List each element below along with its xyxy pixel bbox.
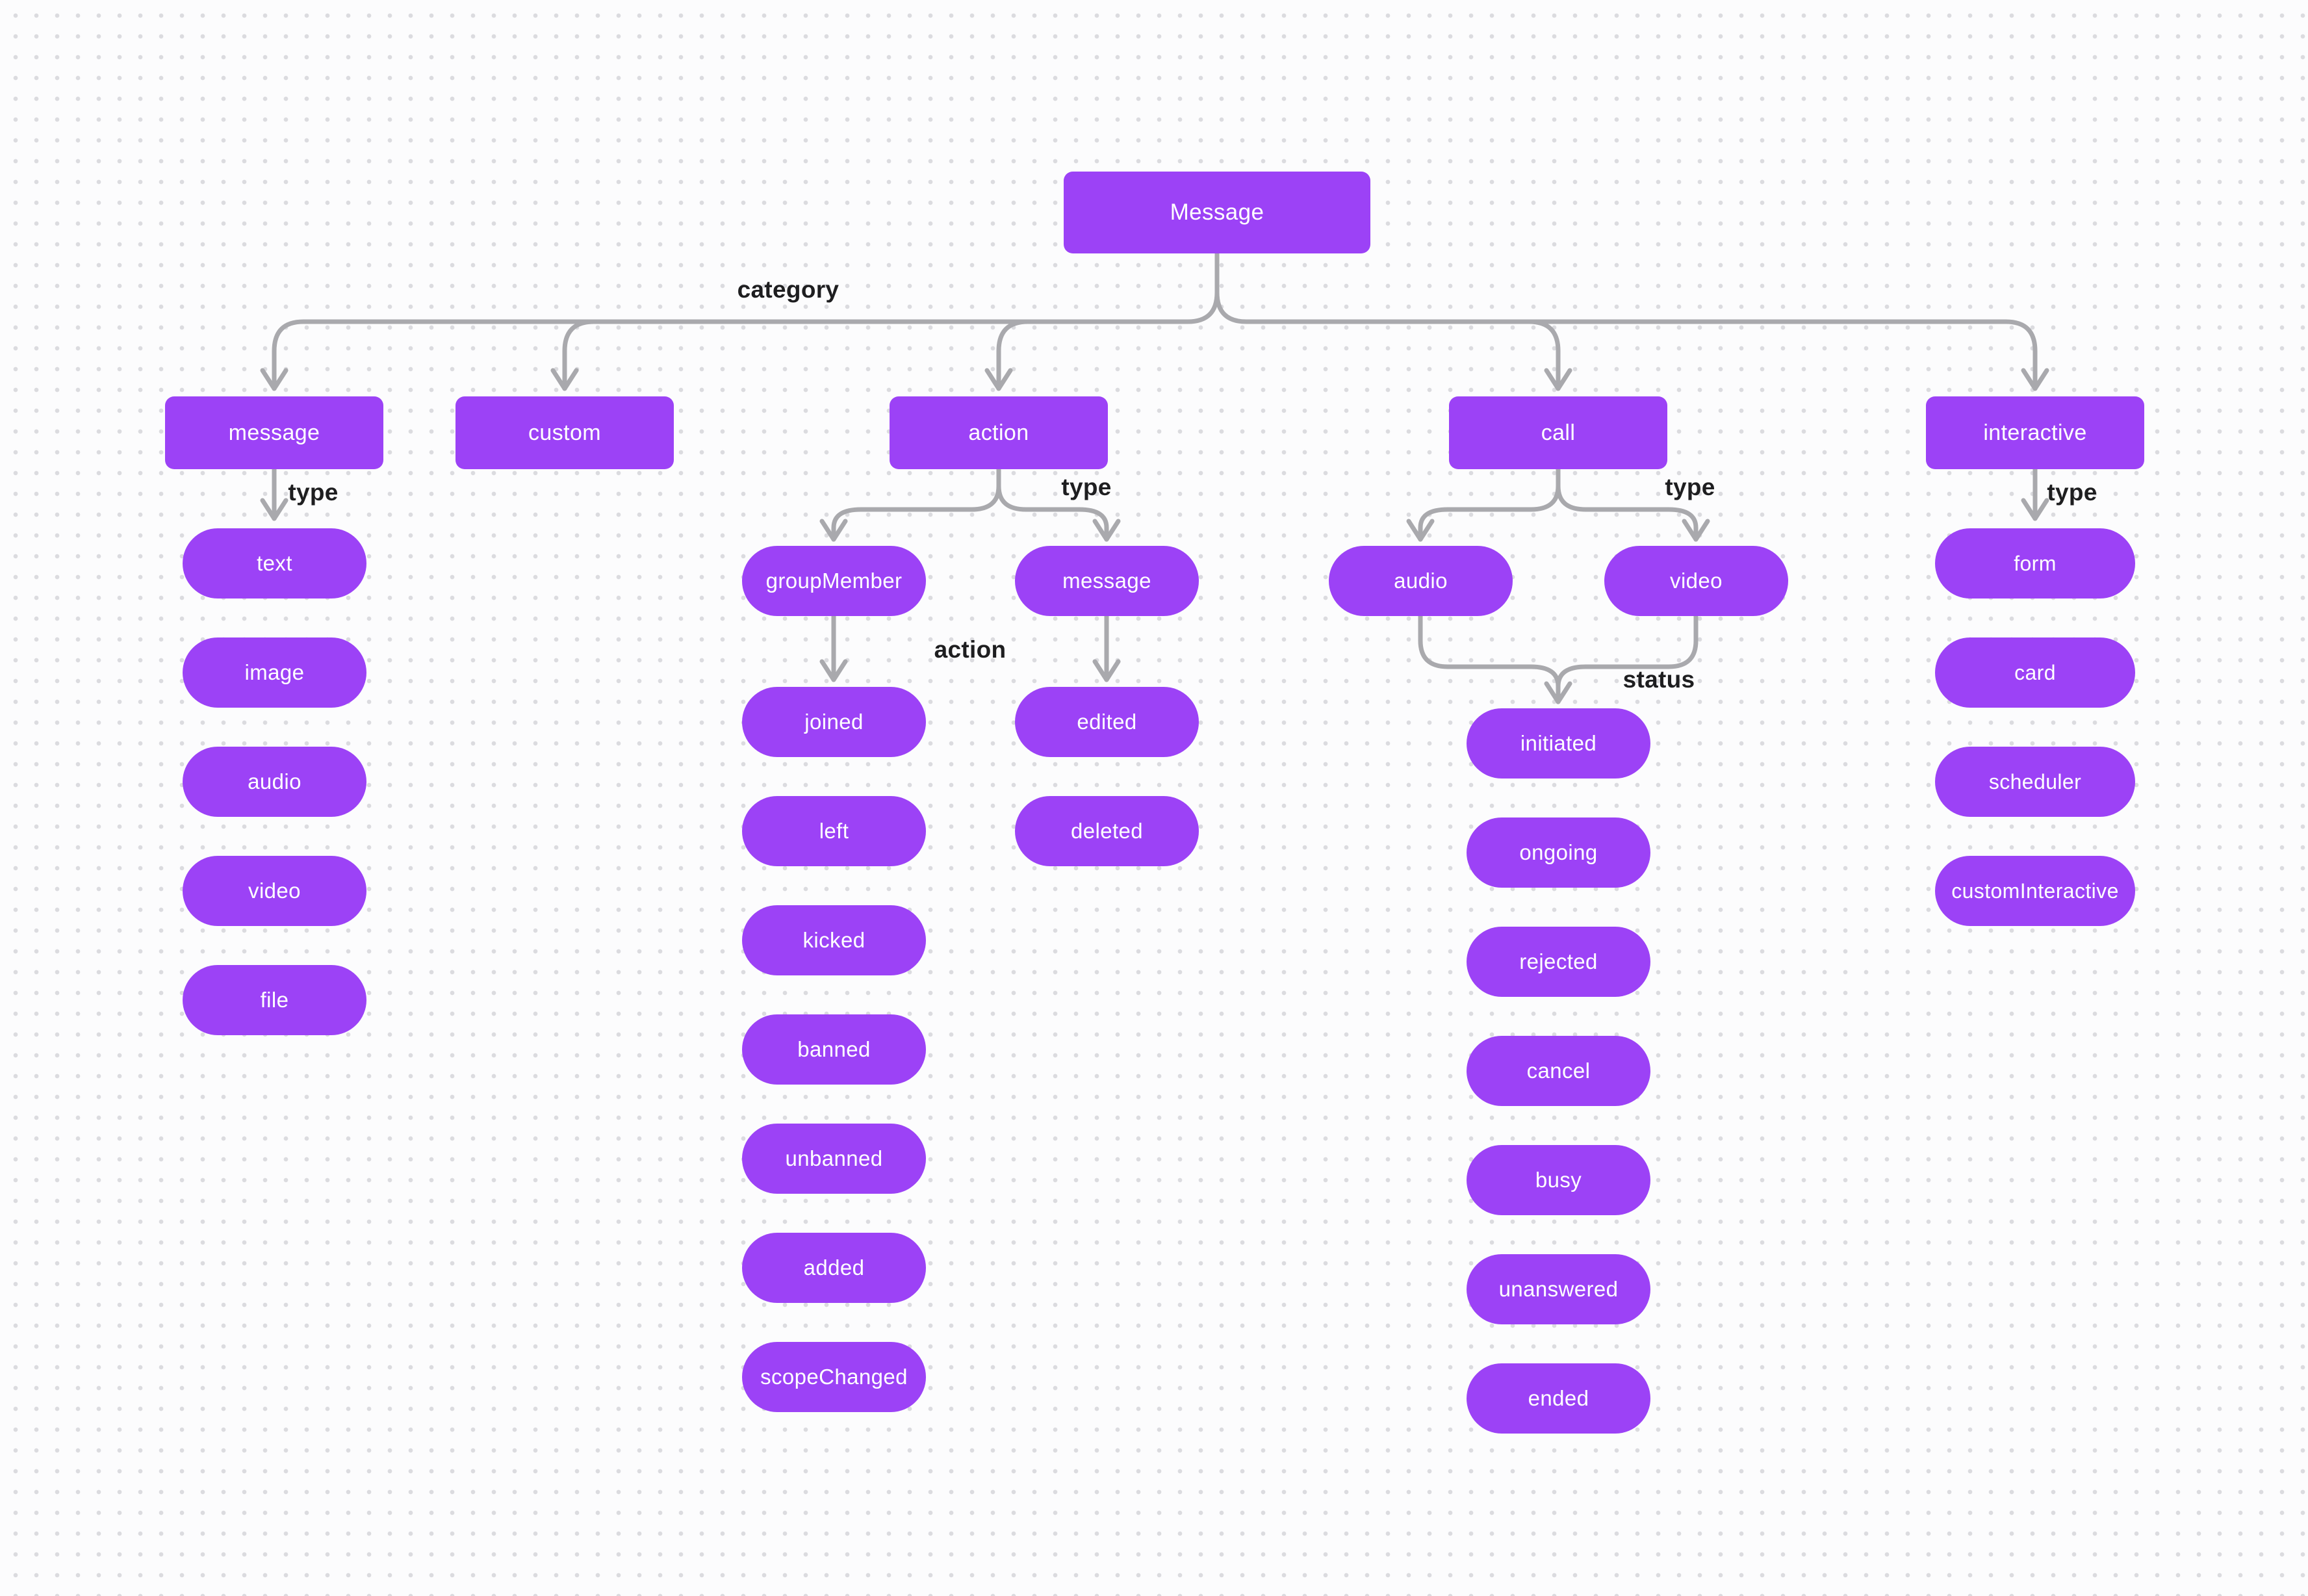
- edge-label-type-call[interactable]: type: [1665, 474, 1715, 500]
- node-interactive-type-form[interactable]: form: [1935, 528, 2135, 598]
- node-message-type-text[interactable]: text: [183, 528, 366, 598]
- node-root-message[interactable]: Message: [1064, 172, 1370, 253]
- node-actionmessage-edited[interactable]: edited: [1015, 687, 1199, 757]
- node-message-type-file[interactable]: file: [183, 965, 366, 1035]
- node-message-type-image[interactable]: image: [183, 637, 366, 708]
- node-call-status-ended[interactable]: ended: [1467, 1363, 1650, 1434]
- connector-action-to-message[interactable]: [996, 467, 1121, 542]
- node-call-status-initiated[interactable]: initiated: [1467, 708, 1650, 779]
- node-message-type-audio[interactable]: audio: [183, 747, 366, 817]
- node-call-type-audio[interactable]: audio: [1329, 546, 1513, 616]
- connector-call-to-video[interactable]: [1556, 467, 1710, 542]
- node-action-type-groupmember[interactable]: groupMember: [742, 546, 926, 616]
- connector-audio-status[interactable]: [1418, 613, 1572, 704]
- edge-label-type-message[interactable]: type: [288, 479, 339, 506]
- edge-label-status[interactable]: status: [1622, 666, 1695, 693]
- connector-root-to-message[interactable]: [260, 251, 1220, 391]
- node-call-status-ongoing[interactable]: ongoing: [1467, 817, 1650, 888]
- node-call-status-rejected[interactable]: rejected: [1467, 927, 1650, 997]
- connector-video-status[interactable]: [1556, 613, 1699, 689]
- edge-label-category[interactable]: category: [737, 276, 840, 303]
- connector-trunk-to-custom[interactable]: [550, 319, 596, 391]
- node-call-type-video[interactable]: video: [1604, 546, 1788, 616]
- node-groupmember-unbanned[interactable]: unbanned: [742, 1124, 926, 1194]
- node-message-type-video[interactable]: video: [183, 856, 366, 926]
- node-call-status-cancel[interactable]: cancel: [1467, 1036, 1650, 1106]
- node-interactive-type-scheduler[interactable]: scheduler: [1935, 747, 2135, 817]
- connector-action-to-groupmember[interactable]: [819, 467, 1001, 542]
- connector-root-to-interactive[interactable]: [1214, 290, 2049, 391]
- node-groupmember-banned[interactable]: banned: [742, 1014, 926, 1085]
- connector-trunk-to-action[interactable]: [984, 319, 1031, 391]
- node-actionmessage-deleted[interactable]: deleted: [1015, 796, 1199, 866]
- node-action-type-message[interactable]: message: [1015, 546, 1199, 616]
- node-category-call[interactable]: call: [1449, 396, 1667, 469]
- node-groupmember-scopechanged[interactable]: scopeChanged: [742, 1342, 926, 1412]
- connector-call-to-audio[interactable]: [1406, 467, 1561, 542]
- node-call-status-busy[interactable]: busy: [1467, 1145, 1650, 1215]
- node-interactive-type-card[interactable]: card: [1935, 637, 2135, 708]
- node-groupmember-joined[interactable]: joined: [742, 687, 926, 757]
- edge-label-type-action[interactable]: type: [1061, 474, 1112, 500]
- node-category-interactive[interactable]: interactive: [1926, 396, 2144, 469]
- edge-label-action[interactable]: action: [934, 636, 1007, 663]
- node-interactive-type-custominteractive[interactable]: customInteractive: [1935, 856, 2135, 926]
- node-category-action[interactable]: action: [890, 396, 1108, 469]
- node-category-custom[interactable]: custom: [455, 396, 674, 469]
- node-groupmember-added[interactable]: added: [742, 1233, 926, 1303]
- node-call-status-unanswered[interactable]: unanswered: [1467, 1254, 1650, 1324]
- node-groupmember-left[interactable]: left: [742, 796, 926, 866]
- edge-label-type-interactive[interactable]: type: [2047, 479, 2097, 506]
- connector-trunk-to-call[interactable]: [1526, 319, 1572, 391]
- node-category-message[interactable]: message: [165, 396, 383, 469]
- node-groupmember-kicked[interactable]: kicked: [742, 905, 926, 975]
